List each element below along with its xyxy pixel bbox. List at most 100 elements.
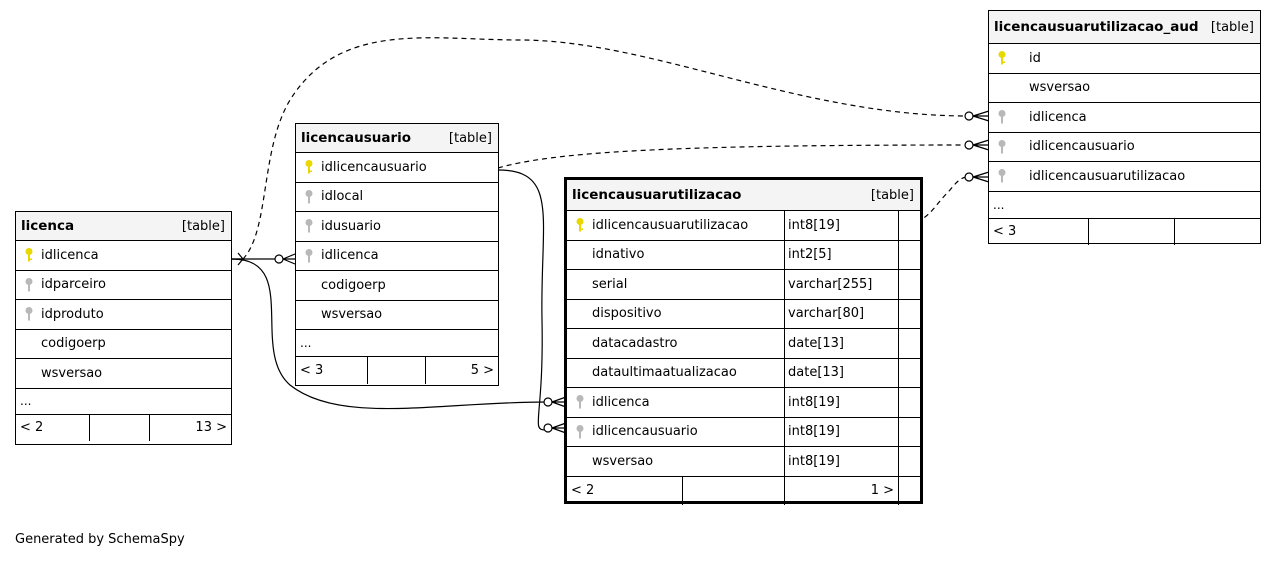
column-type: date[13] bbox=[785, 358, 899, 387]
column-row[interactable]: dispositivo varchar[80] bbox=[567, 299, 920, 329]
column-row[interactable]: idlocal bbox=[296, 183, 498, 212]
column-row[interactable]: idlicenca bbox=[989, 103, 1260, 133]
parents-link[interactable]: < 2 bbox=[16, 414, 90, 441]
foreign-key-icon bbox=[998, 110, 1006, 124]
column-name: idlicenca bbox=[41, 247, 99, 263]
column-row[interactable]: idlicencausuario bbox=[989, 133, 1260, 162]
column-type: varchar[80] bbox=[785, 299, 899, 328]
column-name: codigoerp bbox=[41, 336, 106, 352]
foreign-key-icon bbox=[576, 424, 584, 439]
more-columns-row: ... bbox=[989, 192, 1260, 219]
footer-spacer bbox=[683, 476, 785, 505]
parents-link[interactable]: < 2 bbox=[567, 476, 683, 505]
column-row[interactable]: wsversao bbox=[296, 301, 498, 330]
column-name: idlicencausuarutilizacao bbox=[1029, 168, 1186, 184]
column-name: wsversao bbox=[592, 453, 654, 469]
column-row[interactable]: serial varchar[255] bbox=[567, 270, 920, 300]
table-licenca[interactable]: licenca [table] idlicenca idparceiro idp… bbox=[15, 211, 232, 445]
column-row[interactable]: codigoerp bbox=[16, 330, 231, 359]
column-name: idlicencausuario bbox=[321, 159, 427, 175]
foreign-key-icon bbox=[305, 248, 313, 263]
foreign-key-icon bbox=[576, 395, 584, 409]
column-row[interactable]: idnativo int2[5] bbox=[567, 240, 920, 270]
column-name: datacadastro bbox=[592, 335, 678, 351]
primary-key-icon bbox=[576, 218, 584, 232]
column-name: idusuario bbox=[321, 218, 381, 234]
column-name: wsversao bbox=[41, 365, 103, 381]
table-header: licencausuario [table] bbox=[296, 124, 498, 153]
column-name: idlicenca bbox=[321, 248, 379, 264]
column-type: int2[5] bbox=[785, 240, 899, 269]
more-columns: ... bbox=[300, 336, 312, 350]
parents-link[interactable]: < 3 bbox=[989, 218, 1089, 245]
table-kind: [table] bbox=[1210, 19, 1254, 35]
column-row[interactable]: datacadastro date[13] bbox=[567, 329, 920, 359]
table-kind: [table] bbox=[181, 218, 225, 234]
table-licencausuarutilizacao-aud[interactable]: licencausuarutilizacao_aud [table] id ws… bbox=[988, 10, 1261, 245]
column-row[interactable]: idlicencausuarutilizacao int8[19] bbox=[567, 211, 920, 241]
edge-end-circle bbox=[964, 111, 974, 121]
footer-spacer bbox=[899, 477, 920, 505]
table-licencausuario[interactable]: licencausuario [table] idlicencausuario … bbox=[295, 123, 499, 386]
column-type: int8[19] bbox=[785, 388, 899, 417]
column-name: dispositivo bbox=[592, 306, 662, 322]
table-kind: [table] bbox=[448, 130, 492, 146]
children-link[interactable]: 13 > bbox=[195, 420, 227, 435]
column-type: int8[19] bbox=[785, 417, 899, 446]
column-name: serial bbox=[592, 276, 628, 292]
primary-key-icon bbox=[998, 51, 1006, 65]
column-type: varchar[255] bbox=[785, 270, 899, 299]
crowfoot-mark bbox=[972, 110, 990, 122]
table-footer: < 3 5 > bbox=[296, 357, 498, 384]
table-footer: < 3 bbox=[989, 218, 1260, 245]
more-columns: ... bbox=[20, 394, 32, 408]
edge-end-circle bbox=[964, 172, 974, 182]
column-type: date[13] bbox=[785, 329, 899, 358]
more-columns: ... bbox=[993, 197, 1005, 212]
edge-licencausuario-licencausuarutilizacao bbox=[497, 169, 547, 431]
column-name: idlicencausuario bbox=[592, 424, 698, 440]
foreign-key-icon bbox=[998, 139, 1006, 154]
column-row[interactable]: idlicencausuario int8[19] bbox=[567, 417, 920, 447]
children-link[interactable] bbox=[1175, 219, 1260, 245]
column-name: wsversao bbox=[1029, 80, 1091, 96]
crowfoot-mark bbox=[972, 171, 990, 183]
column-name: wsversao bbox=[321, 307, 383, 323]
column-row[interactable]: wsversao int8[19] bbox=[567, 447, 920, 477]
table-header: licencausuarutilizacao_aud [table] bbox=[989, 11, 1260, 44]
column-name: idlocal bbox=[321, 189, 364, 205]
column-name: codigoerp bbox=[321, 277, 386, 293]
column-row[interactable]: idusuario bbox=[296, 212, 498, 242]
primary-key-icon bbox=[305, 160, 313, 174]
column-row[interactable]: wsversao bbox=[16, 359, 231, 389]
footer-spacer bbox=[1089, 218, 1175, 245]
parents-link[interactable]: < 3 bbox=[296, 357, 368, 384]
column-name: idparceiro bbox=[41, 277, 106, 293]
column-row[interactable]: wsversao bbox=[989, 74, 1260, 103]
column-name: idlicenca bbox=[592, 394, 650, 410]
column-row[interactable]: idlicencausuarutilizacao bbox=[989, 162, 1260, 192]
edge-end-circle bbox=[543, 423, 553, 433]
column-row[interactable]: dataultimaatualizacao date[13] bbox=[567, 358, 920, 388]
crowfoot-mark bbox=[282, 253, 296, 265]
column-row[interactable]: codigoerp bbox=[296, 271, 498, 301]
column-row[interactable]: idparceiro bbox=[16, 271, 231, 300]
table-footer: < 2 1 > bbox=[567, 476, 920, 505]
foreign-key-icon bbox=[25, 307, 33, 321]
edge-end-circle bbox=[964, 140, 974, 150]
column-row[interactable]: idlicenca bbox=[16, 241, 231, 271]
footer-spacer bbox=[368, 357, 426, 384]
table-name: licencausuarutilizacao bbox=[572, 187, 742, 203]
column-row[interactable]: id bbox=[989, 44, 1260, 74]
column-row[interactable]: idproduto bbox=[16, 300, 231, 330]
children-link[interactable]: 1 > bbox=[785, 476, 899, 505]
children-link[interactable]: 5 > bbox=[470, 363, 494, 378]
table-licencausuarutilizacao[interactable]: licencausuarutilizacao [table] idlicenca… bbox=[564, 177, 923, 505]
column-name: id bbox=[1029, 50, 1041, 66]
column-name: idnativo bbox=[592, 247, 645, 263]
column-row[interactable]: idlicenca int8[19] bbox=[567, 388, 920, 418]
column-row[interactable]: idlicenca bbox=[296, 242, 498, 271]
column-row[interactable]: idlicencausuario bbox=[296, 153, 498, 183]
generated-by-note: Generated by SchemaSpy bbox=[15, 532, 185, 547]
edge-end-circle bbox=[274, 254, 284, 264]
